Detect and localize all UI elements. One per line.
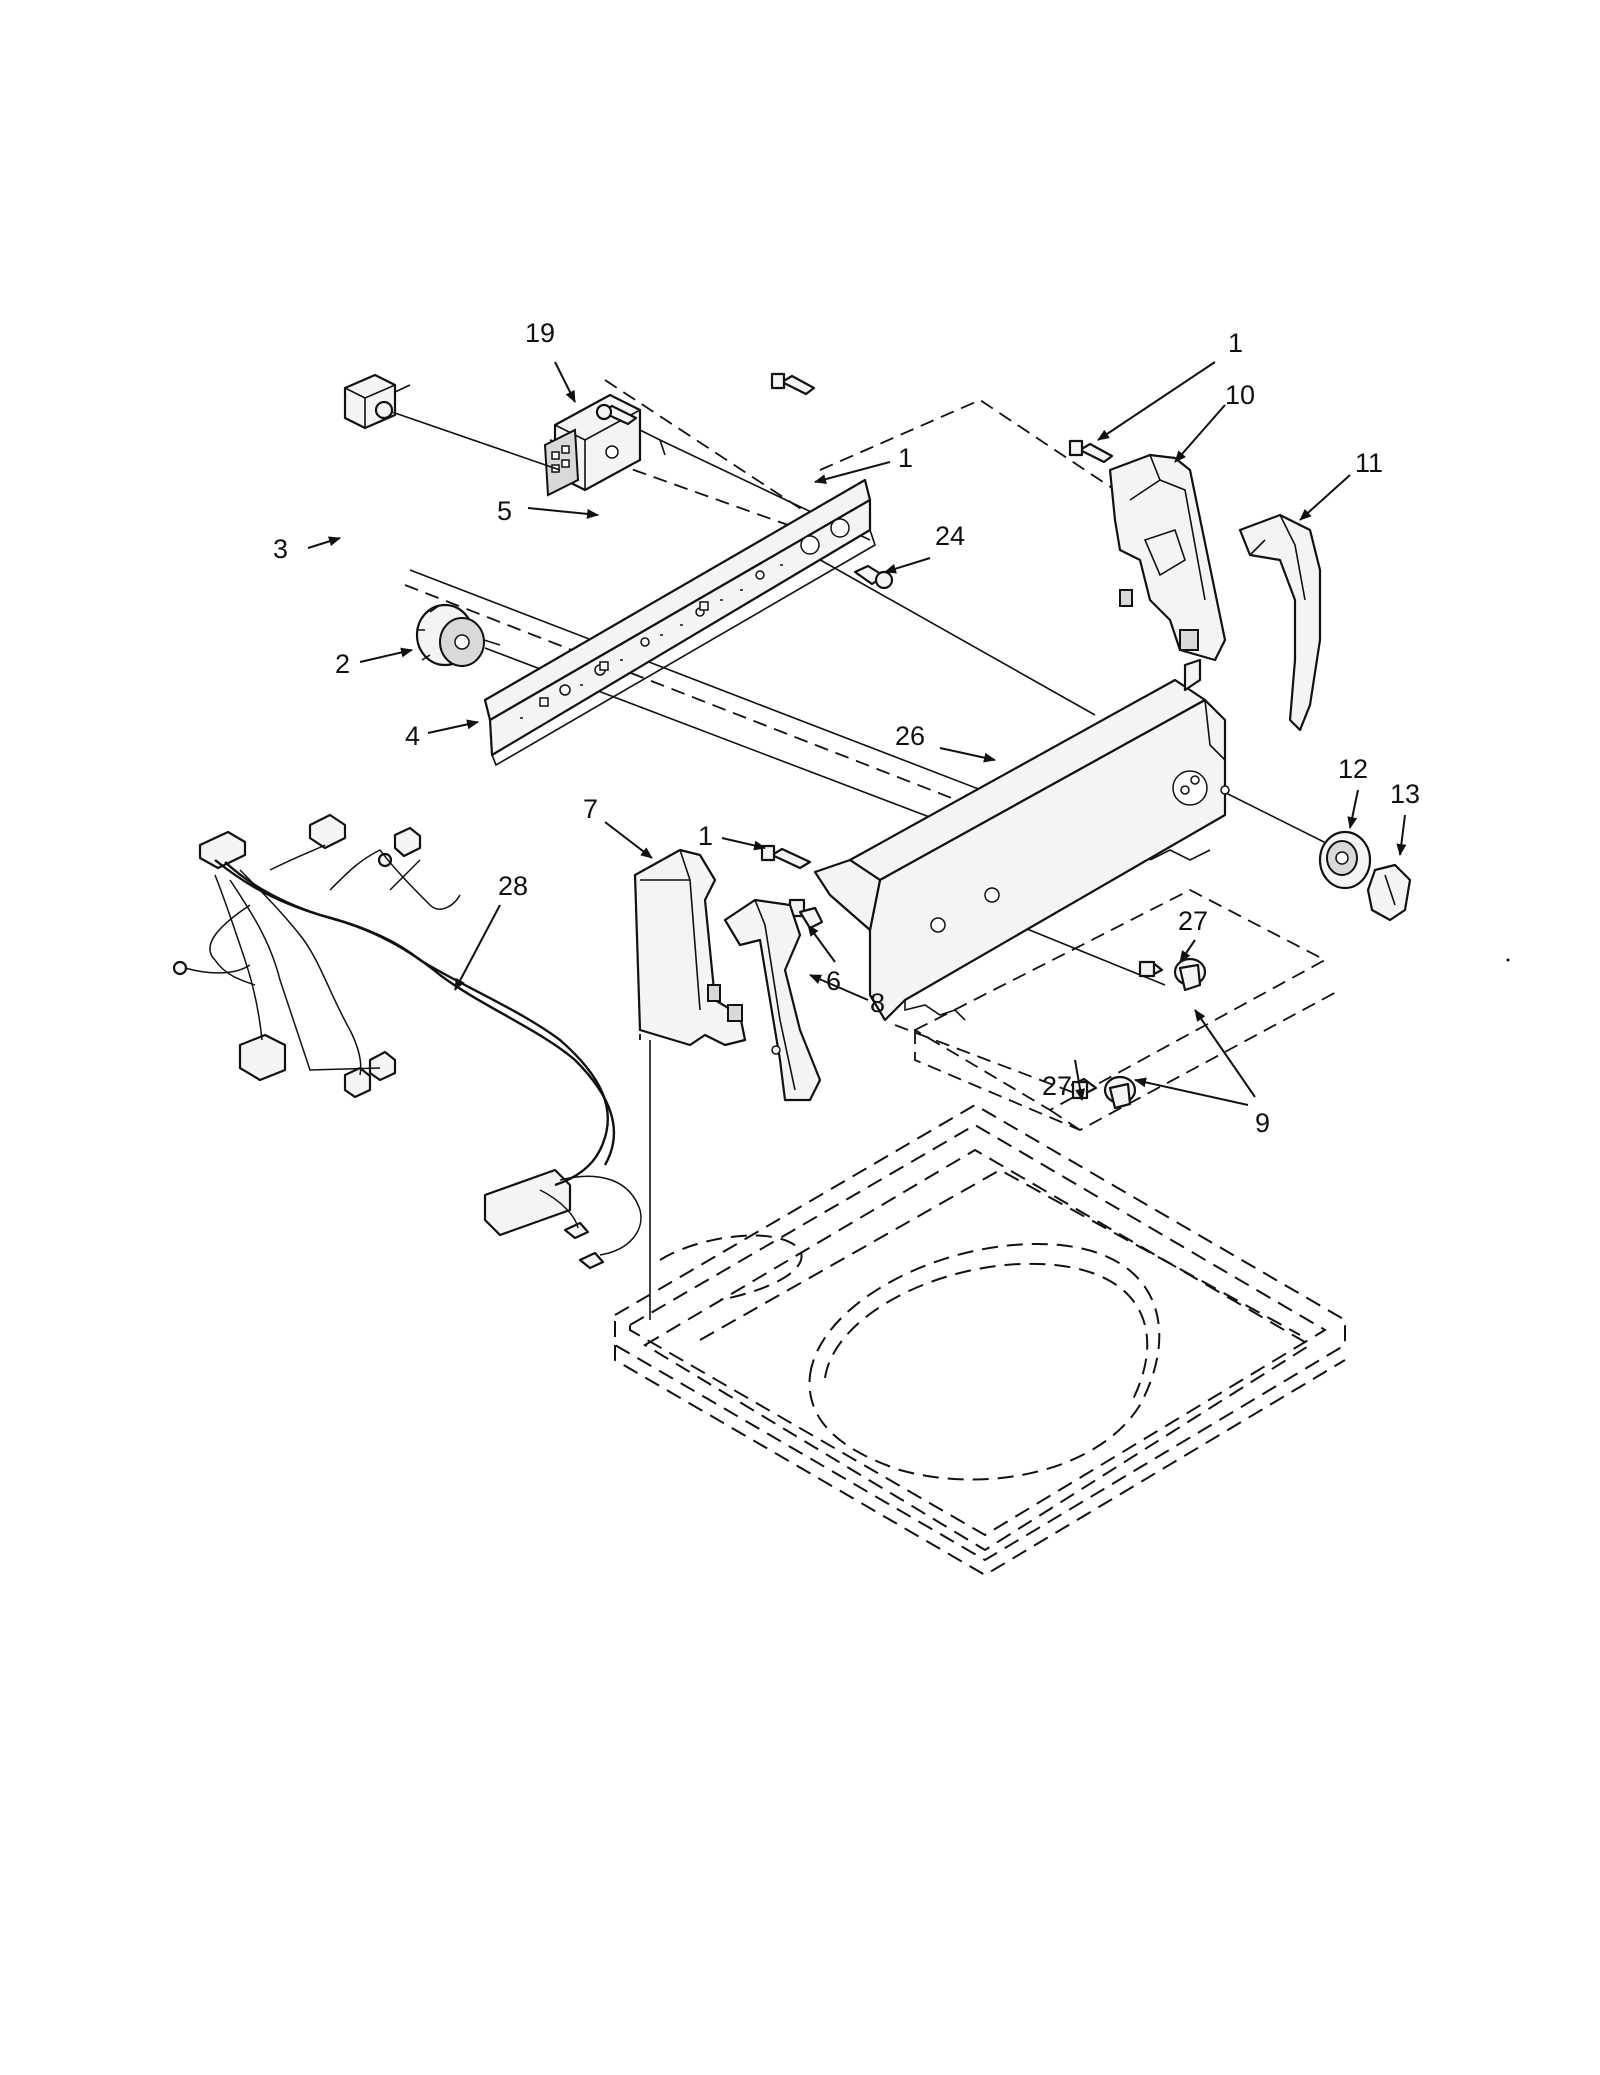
- part-13-knob: [1366, 863, 1412, 922]
- callout-28: 28: [498, 871, 528, 901]
- callout-1-top-right: 1: [1228, 328, 1243, 358]
- part-10-end-cap-right: [1108, 453, 1227, 662]
- callout-10: 10: [1225, 380, 1255, 410]
- callout-8: 8: [870, 988, 885, 1018]
- callout-13: 13: [1390, 779, 1420, 809]
- part-26-console-panel: [813, 658, 1230, 1022]
- callout-9: 9: [1255, 1108, 1270, 1138]
- part-3-switch: [343, 373, 561, 471]
- part-28-wire-harness: [172, 813, 642, 1270]
- part-6-bolt: [788, 898, 824, 930]
- callout-6: 6: [826, 966, 841, 996]
- callout-27-upper: 27: [1178, 906, 1208, 936]
- part-1-screw-center: [770, 372, 816, 396]
- callout-labels: 19 1 10 11 1 5 24 3 2 4 26 12 13 7 1 28 …: [273, 318, 1420, 1138]
- callout-7: 7: [583, 794, 598, 824]
- callout-4: 4: [405, 721, 420, 751]
- callout-11: 11: [1355, 448, 1383, 478]
- part-1-screw-lower: [760, 844, 812, 870]
- part-7-end-cap-left: [633, 848, 747, 1047]
- callout-1-center: 1: [898, 443, 913, 473]
- part-24-screw: [853, 564, 894, 590]
- callout-27-lower: 27: [1042, 1071, 1072, 1101]
- part-8-trim-left: [723, 898, 822, 1102]
- callout-12: 12: [1338, 754, 1368, 784]
- callout-19: 19: [525, 318, 555, 348]
- part-11-trim-right: [1238, 513, 1322, 732]
- callout-26: 26: [895, 721, 925, 751]
- stray-dot: [1506, 958, 1510, 962]
- callout-3: 3: [273, 534, 288, 564]
- callout-leaders: [307, 361, 1407, 1106]
- callout-5: 5: [497, 496, 512, 526]
- part-5-screw: [595, 403, 638, 426]
- part-12-knob-skirt: [1318, 830, 1372, 890]
- callout-24: 24: [935, 521, 965, 551]
- washer-top-outline: [614, 1103, 1346, 1577]
- part-4-control-board: [483, 478, 876, 767]
- part-9-button-group-outline: [913, 888, 1341, 1131]
- part-27-button-upper: [1138, 957, 1207, 992]
- part-1-screw-top-right: [1068, 439, 1114, 464]
- callout-2: 2: [335, 649, 350, 679]
- callout-1-lower: 1: [698, 821, 713, 851]
